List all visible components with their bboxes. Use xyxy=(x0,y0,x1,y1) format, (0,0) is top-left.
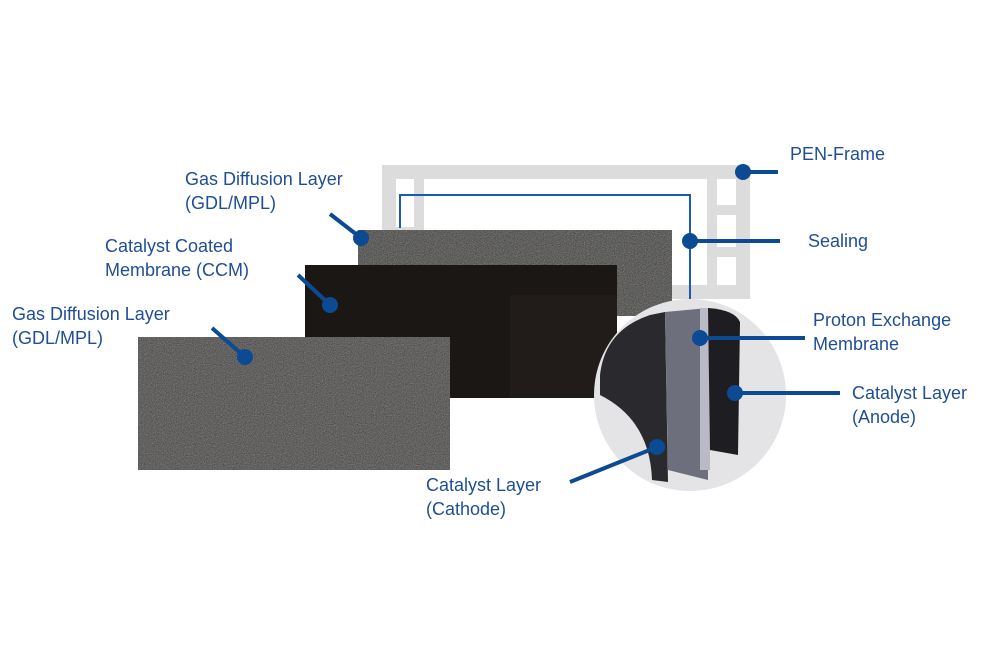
label-anode: Catalyst Layer (Anode) xyxy=(852,381,967,429)
label-line: (GDL/MPL) xyxy=(12,328,104,348)
label-line: Proton Exchange xyxy=(813,310,952,330)
label-line: Catalyst Layer xyxy=(852,383,968,403)
label-line: Membrane (CCM) xyxy=(105,260,250,280)
label-sealing: Sealing xyxy=(808,231,869,251)
label-gdl-back: Gas Diffusion Layer (GDL/MPL) xyxy=(185,167,343,215)
label-line: Gas Diffusion Layer xyxy=(185,169,343,189)
leader-lines xyxy=(210,164,840,484)
label-pem: Proton Exchange Membrane xyxy=(813,308,951,356)
label-gdl-front: Gas Diffusion Layer (GDL/MPL) xyxy=(12,302,170,350)
label-line: (Cathode) xyxy=(426,499,507,519)
gdl-front-sheet xyxy=(138,337,450,470)
label-ccm: Catalyst Coated Membrane (CCM) xyxy=(105,234,249,282)
label-line: (Anode) xyxy=(852,407,917,427)
layer-cross-section xyxy=(600,308,740,482)
label-cathode: Catalyst Layer (Cathode) xyxy=(426,473,541,521)
label-line: Catalyst Coated xyxy=(105,236,234,256)
label-line: Membrane xyxy=(813,334,900,354)
sealing-line xyxy=(399,194,691,305)
label-pen-frame: PEN-Frame xyxy=(790,144,886,164)
label-line: Catalyst Layer xyxy=(426,475,542,495)
label-line: (GDL/MPL) xyxy=(185,193,277,213)
label-line: Gas Diffusion Layer xyxy=(12,304,170,324)
